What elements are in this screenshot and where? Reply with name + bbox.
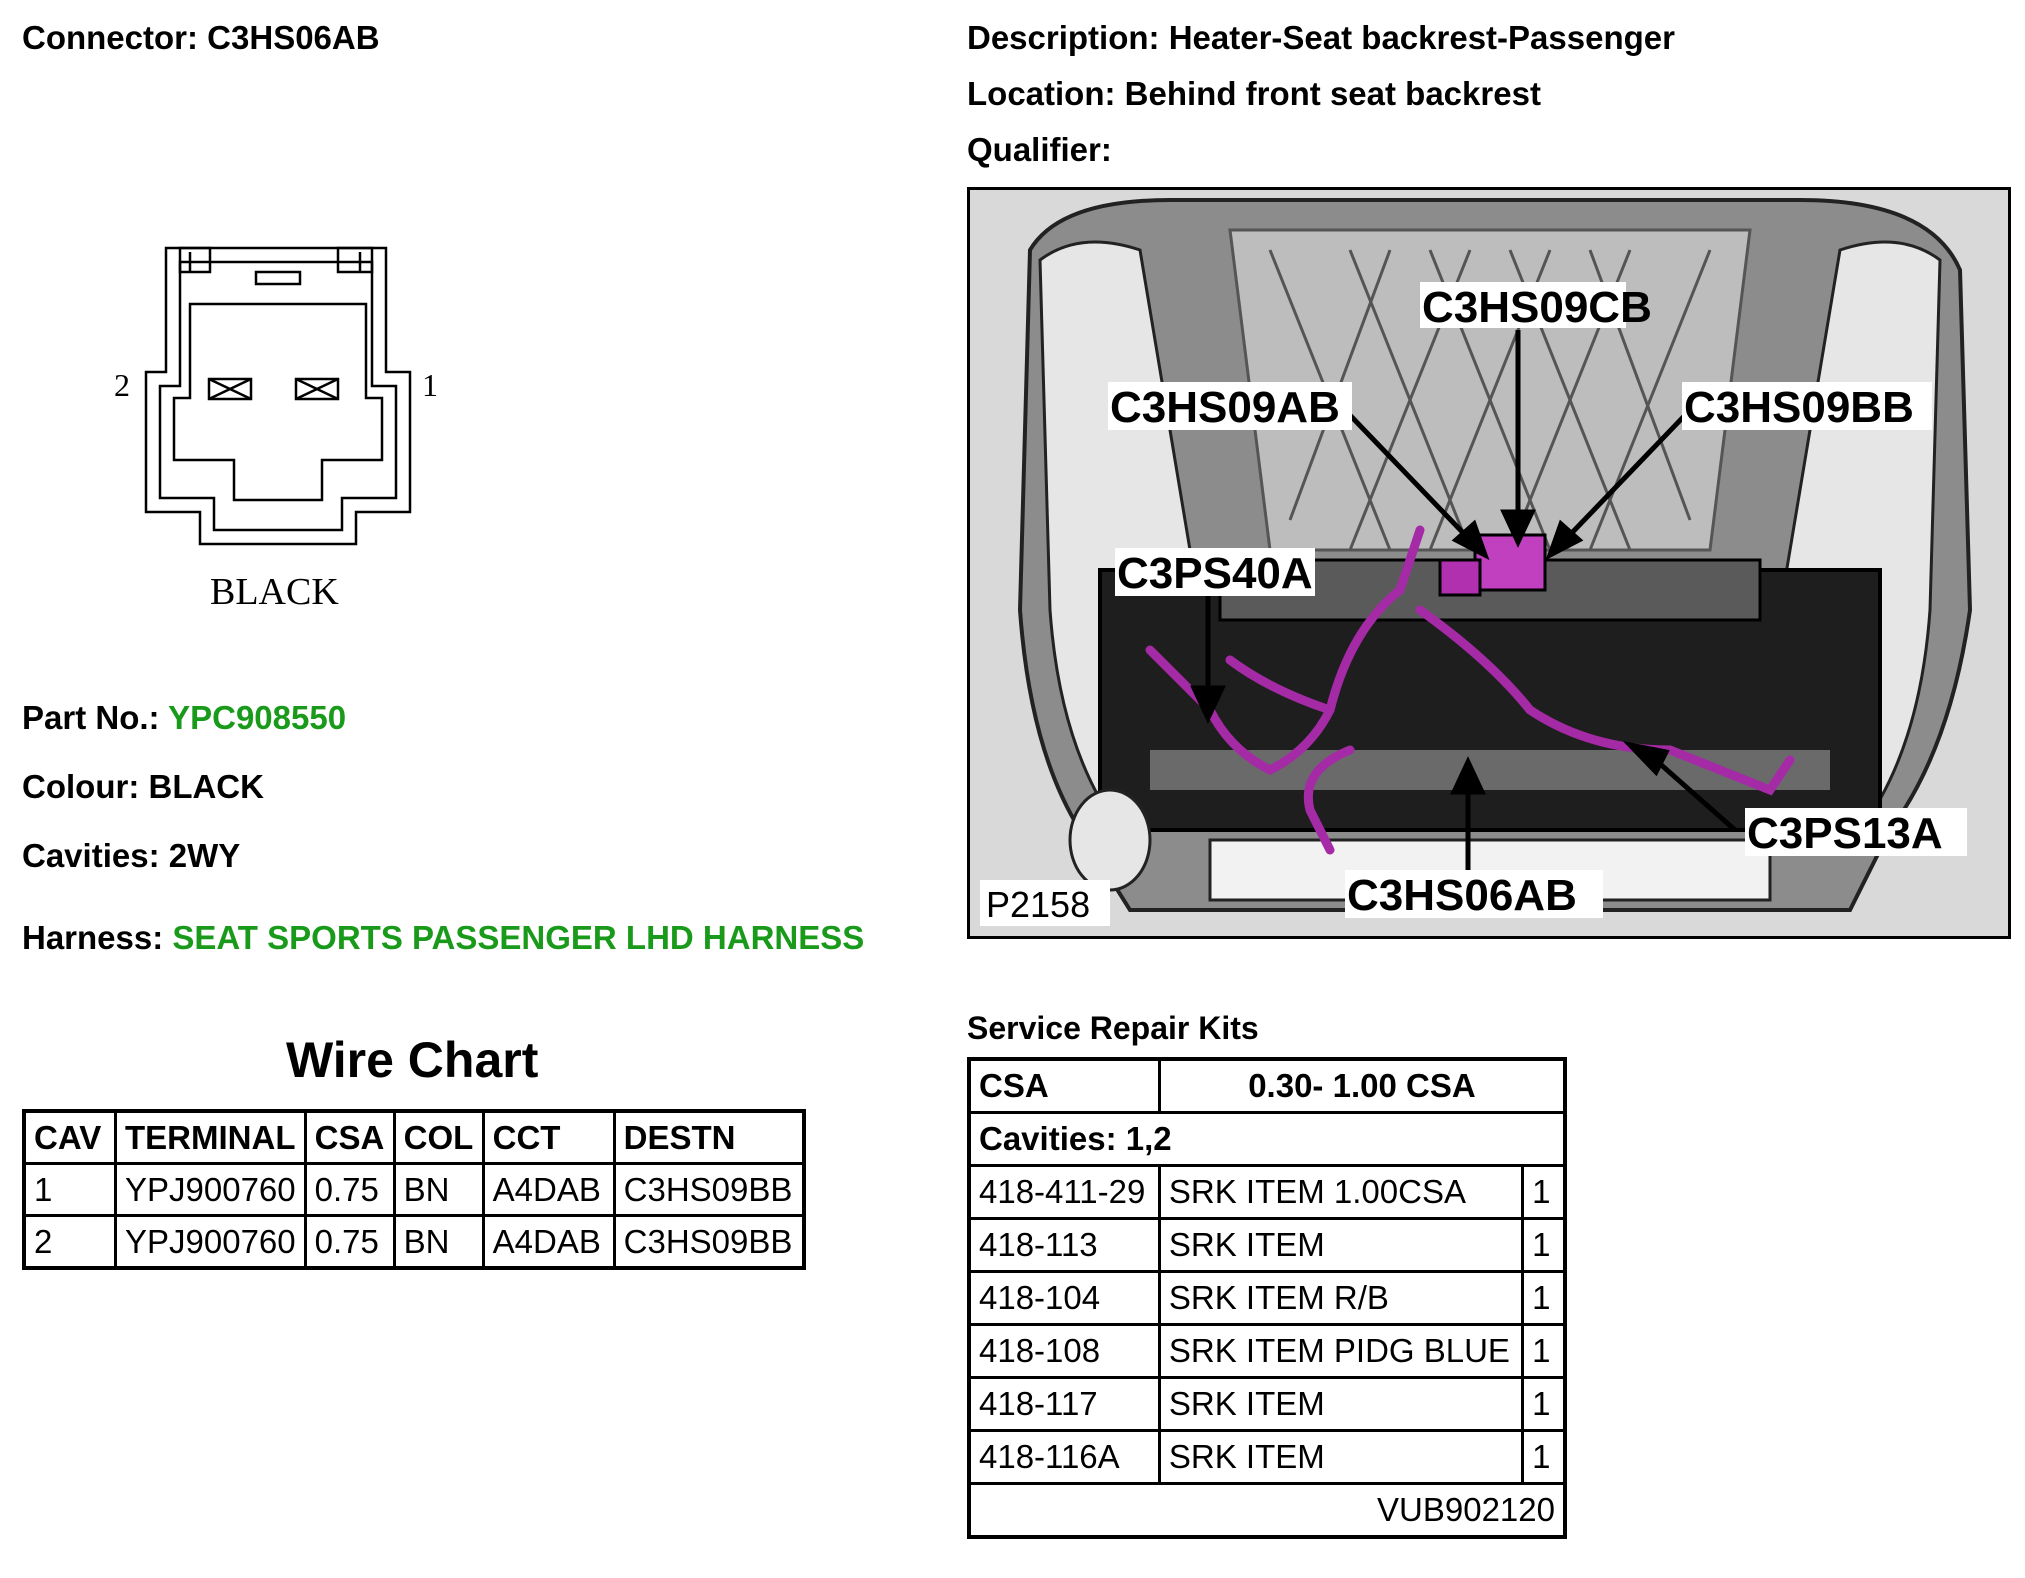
colour-value: BLACK: [148, 768, 264, 805]
kit-footer: VUB902120: [967, 1482, 1567, 1539]
part-no-label: Part No.:: [22, 699, 160, 736]
table-row: 418-108 SRK ITEM PIDG BLUE 1: [967, 1323, 1567, 1379]
table-row: 418-104 SRK ITEM R/B 1: [967, 1270, 1567, 1326]
pin-label-left: 2: [114, 367, 130, 403]
cell-destn: C3HS09BB: [612, 1162, 806, 1217]
kit-qty: 1: [1521, 1323, 1567, 1379]
location-value: Behind front seat backrest: [1124, 75, 1541, 112]
location-field: Location: Behind front seat backrest: [967, 74, 1541, 114]
callout-c3ps40a: C3PS40A: [1117, 549, 1313, 598]
location-photo: C3HS09CB C3HS09AB C3HS09BB C3PS40A C3PS1…: [967, 187, 2011, 939]
wire-chart-table: CAV TERMINAL CSA COL CCT DESTN 1 YPJ9007…: [22, 1109, 806, 1270]
description-value: Heater-Seat backrest-Passenger: [1168, 19, 1675, 56]
table-row: 1 YPJ900760 0.75 BN A4DAB C3HS09BB: [22, 1162, 806, 1217]
colour-label: Colour:: [22, 768, 140, 805]
cell-cav: 1: [22, 1162, 117, 1217]
cavities-label: Cavities:: [22, 837, 160, 874]
kit-desc: SRK ITEM: [1157, 1217, 1525, 1273]
service-kits-title: Service Repair Kits: [967, 1010, 1259, 1046]
kit-code: 418-113: [967, 1217, 1161, 1273]
harness-label: Harness:: [22, 919, 164, 956]
csa-value: 0.30- 1.00 CSA: [1157, 1057, 1567, 1114]
kit-desc: SRK ITEM: [1157, 1429, 1525, 1485]
kit-desc: SRK ITEM 1.00CSA: [1157, 1164, 1525, 1220]
pin-label-right: 1: [422, 367, 438, 403]
colour-field: Colour: BLACK: [22, 767, 264, 807]
part-no-value[interactable]: YPC908550: [168, 699, 347, 736]
kit-qty: 1: [1521, 1376, 1567, 1432]
cell-cct: A4DAB: [481, 1162, 616, 1217]
header-terminal: TERMINAL: [114, 1109, 307, 1165]
header-col: COL: [392, 1109, 485, 1165]
table-row: 418-411-29 SRK ITEM 1.00CSA 1: [967, 1164, 1567, 1220]
kit-code: 418-104: [967, 1270, 1161, 1326]
kit-cavities: Cavities: 1,2: [967, 1111, 1567, 1167]
kit-desc: SRK ITEM PIDG BLUE: [1157, 1323, 1525, 1379]
description-field: Description: Heater-Seat backrest-Passen…: [967, 18, 1675, 58]
table-row: 418-117 SRK ITEM 1: [967, 1376, 1567, 1432]
location-label: Location:: [967, 75, 1116, 112]
callout-c3hs06ab: C3HS06AB: [1347, 871, 1577, 920]
header-cav: CAV: [22, 1109, 117, 1165]
cell-col: BN: [392, 1162, 485, 1217]
wire-chart-title: Wire Chart: [286, 1032, 539, 1088]
part-no-field: Part No.: YPC908550: [22, 698, 346, 738]
callout-c3hs09cb: C3HS09CB: [1422, 283, 1652, 332]
kit-qty: 1: [1521, 1164, 1567, 1220]
table-row: 418-113 SRK ITEM 1: [967, 1217, 1567, 1273]
service-kits-table: CSA 0.30- 1.00 CSA Cavities: 1,2 418-411…: [967, 1057, 1567, 1539]
csa-row: CSA 0.30- 1.00 CSA: [967, 1057, 1567, 1114]
kit-code: 418-117: [967, 1376, 1161, 1432]
cell-csa: 0.75: [303, 1214, 396, 1270]
harness-value[interactable]: SEAT SPORTS PASSENGER LHD HARNESS: [172, 919, 865, 956]
cell-csa: 0.75: [303, 1162, 396, 1217]
table-row: 418-116A SRK ITEM 1: [967, 1429, 1567, 1485]
callout-c3ps13a: C3PS13A: [1747, 809, 1943, 858]
csa-label: CSA: [967, 1057, 1161, 1114]
cell-cav: 2: [22, 1214, 117, 1270]
cell-terminal: YPJ900760: [114, 1162, 307, 1217]
cavities-field: Cavities: 2WY: [22, 836, 240, 876]
photo-reference: P2158: [986, 884, 1090, 925]
connector-value: C3HS06AB: [207, 19, 380, 56]
connector-colour-text: BLACK: [210, 571, 339, 613]
cell-terminal: YPJ900760: [114, 1214, 307, 1270]
cell-col: BN: [392, 1214, 485, 1270]
header-destn: DESTN: [612, 1109, 806, 1165]
cell-cct: A4DAB: [481, 1214, 616, 1270]
footer-row: VUB902120: [967, 1482, 1567, 1539]
connector-field: Connector: C3HS06AB: [22, 18, 380, 58]
kit-desc: SRK ITEM R/B: [1157, 1270, 1525, 1326]
kit-code: 418-108: [967, 1323, 1161, 1379]
wire-chart-header-row: CAV TERMINAL CSA COL CCT DESTN: [22, 1109, 806, 1165]
kit-desc: SRK ITEM: [1157, 1376, 1525, 1432]
harness-field: Harness: SEAT SPORTS PASSENGER LHD HARNE…: [22, 918, 864, 958]
kit-qty: 1: [1521, 1429, 1567, 1485]
connector-label: Connector:: [22, 19, 198, 56]
cell-destn: C3HS09BB: [612, 1214, 806, 1270]
kit-code: 418-116A: [967, 1429, 1161, 1485]
header-cct: CCT: [481, 1109, 616, 1165]
cavities-value: 2WY: [168, 837, 241, 874]
qualifier-label: Qualifier:: [967, 131, 1112, 168]
qualifier-field: Qualifier:: [967, 130, 1112, 170]
cavities-row: Cavities: 1,2: [967, 1111, 1567, 1167]
kit-code: 418-411-29: [967, 1164, 1161, 1220]
description-label: Description:: [967, 19, 1160, 56]
callout-c3hs09bb: C3HS09BB: [1684, 383, 1914, 432]
kit-qty: 1: [1521, 1217, 1567, 1273]
callout-c3hs09ab: C3HS09AB: [1110, 383, 1340, 432]
table-row: 2 YPJ900760 0.75 BN A4DAB C3HS09BB: [22, 1214, 806, 1270]
connector-face-diagram: 2 1 BLACK: [114, 246, 438, 613]
header-csa: CSA: [303, 1109, 396, 1165]
kit-qty: 1: [1521, 1270, 1567, 1326]
